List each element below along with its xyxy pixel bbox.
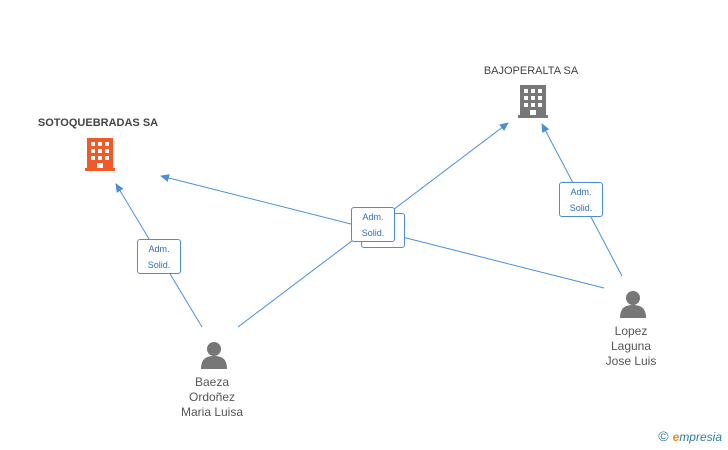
person-given-name: Maria Luisa [180, 405, 244, 419]
company-label-bajoperalta[interactable]: BAJOPERALTA SA [483, 65, 579, 77]
relation-role: Adm. [570, 187, 592, 197]
building-icon[interactable] [85, 138, 115, 171]
relation-role: Adm. [362, 212, 384, 222]
person-surname-2: Laguna [610, 339, 652, 353]
relation-type: Solid. [361, 228, 385, 238]
person-icon[interactable] [620, 291, 646, 318]
person-given-name: Jose Luis [605, 354, 657, 368]
person-surname-1: Lopez [614, 324, 648, 338]
relation-role: Adm. [148, 244, 170, 254]
relation-type: Solid. [569, 203, 593, 213]
brand-logo-e: e [672, 430, 680, 444]
copyright-symbol: © [658, 428, 669, 444]
relation-badge[interactable]: Adm. Solid. [559, 182, 603, 217]
person-surname-2: Ordoñez [188, 390, 236, 404]
brand-name: mpresia [679, 430, 722, 444]
relation-type: Solid. [147, 260, 171, 270]
person-label-baeza[interactable]: Baeza Ordoñez Maria Luisa [181, 375, 243, 420]
company-label-sotoquebradas[interactable]: SOTOQUEBRADAS SA [37, 117, 159, 129]
footer-brand: ©empresia [658, 428, 722, 444]
person-surname-1: Baeza [194, 375, 230, 389]
relation-badge[interactable]: Adm. Solid. [351, 207, 395, 242]
person-label-lopez[interactable]: Lopez Laguna Jose Luis [606, 324, 657, 369]
relation-badge[interactable]: Adm. Solid. [137, 239, 181, 274]
person-icon[interactable] [201, 342, 227, 369]
building-icon[interactable] [518, 85, 548, 118]
